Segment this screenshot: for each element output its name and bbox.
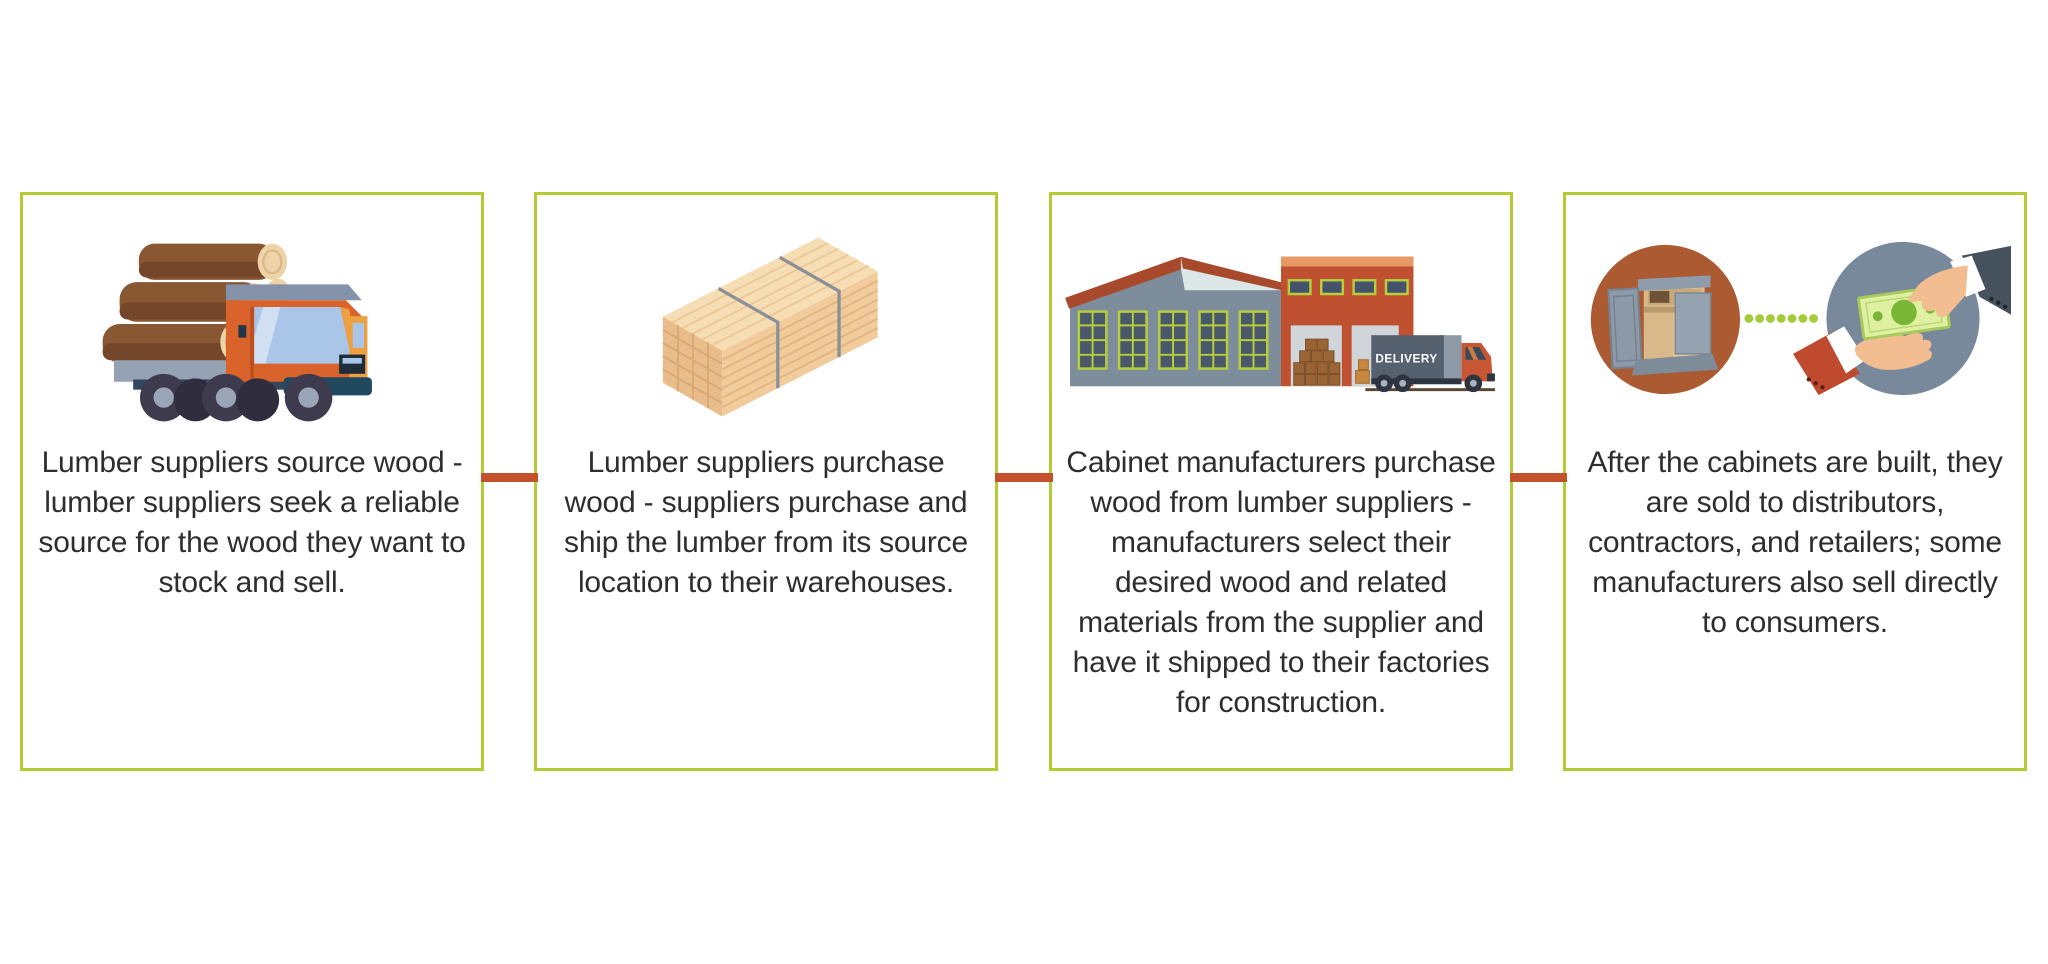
dotted-line (1744, 313, 1819, 323)
factory-delivery-icon: DELIVERY (1065, 256, 1495, 392)
step-3-icon-area: DELIVERY (1052, 195, 1510, 443)
connector-1 (481, 473, 538, 482)
giving-hand (1908, 245, 2011, 317)
small-boxes (1355, 358, 1370, 384)
lumber-stack (661, 237, 878, 417)
step-box-3: DELIVERY Cabinet manufacturers purchase … (1049, 192, 1513, 771)
step-box-2: Lumber suppliers purchase wood - supplie… (534, 192, 998, 771)
step-3-text: Cabinet manufacturers purchase wood from… (1066, 446, 1496, 719)
cabinet-money-exchange-icon (1590, 241, 2011, 395)
delivery-truck-label: DELIVERY (1375, 352, 1437, 365)
step-1-icon-area (23, 195, 481, 443)
warehouse-windows (1077, 309, 1269, 370)
step-4-text: After the cabinets are built, they are s… (1587, 446, 2003, 639)
connector-2 (995, 473, 1053, 482)
step-4-icon-area (1566, 195, 2024, 443)
receiving-hand (1793, 325, 1932, 395)
money-circle (1793, 241, 2011, 395)
wheels (139, 373, 333, 421)
step-1-text: Lumber suppliers source wood - lumber su… (38, 446, 466, 599)
straps (717, 255, 841, 388)
log-truck-icon (102, 243, 372, 421)
stacked-boxes (1293, 338, 1341, 386)
connector-3 (1510, 473, 1567, 482)
step-2-icon-area (537, 195, 995, 443)
cabinet-illustration (1607, 274, 1719, 375)
step-2-text: Lumber suppliers purchase wood - supplie… (564, 446, 968, 599)
lumber-bundle-icon (661, 237, 878, 417)
warehouse-building (1065, 256, 1281, 386)
step-box-1: Lumber suppliers source wood - lumber su… (20, 192, 484, 771)
delivery-truck: DELIVERY (1365, 334, 1495, 392)
cabinet-circle (1590, 244, 1741, 394)
step-box-4: After the cabinets are built, they are s… (1563, 192, 2027, 771)
